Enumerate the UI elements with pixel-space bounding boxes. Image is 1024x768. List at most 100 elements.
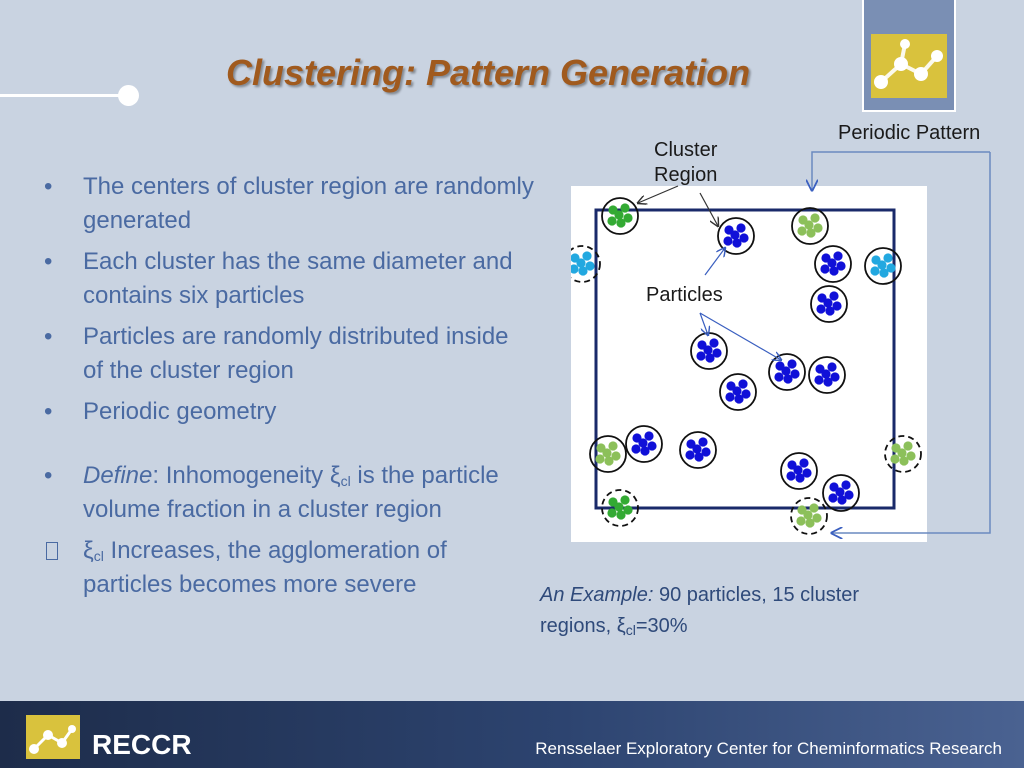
cluster-region-circle xyxy=(864,247,902,285)
bullet-item: • Each cluster has the same diameter and… xyxy=(44,245,534,313)
particle-dot xyxy=(607,508,617,518)
caption-text-1: 90 particles, 15 cluster regions, xyxy=(540,584,860,637)
particle-dot xyxy=(703,345,713,355)
xi-subscript: cl xyxy=(340,473,351,489)
particle-dot xyxy=(694,452,704,462)
particle-dot xyxy=(608,441,618,451)
particle-dot xyxy=(827,258,837,268)
particle-dot xyxy=(607,216,617,226)
particle-dot xyxy=(631,444,641,454)
cluster-region-circle xyxy=(589,435,627,473)
particle-dot xyxy=(616,218,626,228)
particle-dot xyxy=(877,260,887,270)
particle-dot xyxy=(685,450,695,460)
particle-dot xyxy=(870,266,880,276)
particle-dot xyxy=(602,448,612,458)
particle-dot xyxy=(620,495,630,505)
cluster-pattern-svg xyxy=(571,197,922,535)
footer-bar: RECCR Rensselaer Exploratory Center for … xyxy=(0,701,1024,768)
particle-dot xyxy=(774,372,784,382)
periodic-bracket-top xyxy=(812,151,990,190)
particle-dot xyxy=(638,438,648,448)
cluster-region-circle xyxy=(768,353,806,391)
particle-dot xyxy=(623,213,633,223)
particle-dot xyxy=(692,444,702,454)
increase-post: Increases, the agglomeration of particle… xyxy=(83,537,447,598)
particle-dot xyxy=(825,306,835,316)
bullet-text: ξcl Increases, the agglomeration of part… xyxy=(83,534,534,602)
bullet-mark: • xyxy=(44,462,53,489)
particle-dot xyxy=(604,456,614,466)
particle-dot xyxy=(897,448,907,458)
particle-dot xyxy=(836,261,846,271)
bullet-mark: • xyxy=(44,173,53,200)
cluster-region-circle xyxy=(601,197,639,235)
reccr-logo-icon xyxy=(26,715,80,759)
particle-dot xyxy=(736,223,746,233)
bullet-list: • The centers of cluster region are rand… xyxy=(44,170,534,609)
particle-dot xyxy=(640,446,650,456)
particle-dot xyxy=(837,495,847,505)
particle-dot xyxy=(795,473,805,483)
particle-dot xyxy=(841,480,851,490)
particle-dot xyxy=(730,230,740,240)
particle-dot xyxy=(812,513,822,523)
particle-dot xyxy=(796,516,806,526)
bullet-text: The centers of cluster region are random… xyxy=(83,173,534,234)
particle-dot xyxy=(738,379,748,389)
cluster-arrow-2 xyxy=(699,192,718,226)
xi-subscript: cl xyxy=(93,548,104,564)
particle-dot xyxy=(571,264,579,274)
particle-dot xyxy=(799,458,809,468)
particle-dot xyxy=(725,392,735,402)
bullet-text: Define: Inhomogeneity ξcl is the particl… xyxy=(83,459,534,527)
bullet-mark: • xyxy=(44,248,53,275)
particles-label: Particles xyxy=(646,284,723,306)
cluster-pattern-figure xyxy=(571,186,927,542)
caption-italic: An Example: xyxy=(540,584,654,606)
cluster-region-circle xyxy=(808,356,846,394)
particles-arrow-2 xyxy=(699,312,708,335)
particle-dot xyxy=(790,369,800,379)
bullet-mark: • xyxy=(44,398,53,425)
header-logo xyxy=(862,0,956,112)
particle-dot xyxy=(647,441,657,451)
particle-dot xyxy=(578,266,588,276)
particle-dot xyxy=(820,264,830,274)
cluster-region-circle xyxy=(679,431,717,469)
cluster-arrow-1 xyxy=(638,185,679,203)
cluster-label-line-2: Region xyxy=(654,164,718,186)
define-label: Define xyxy=(83,462,153,489)
cluster-region-circle xyxy=(884,435,922,473)
particle-dot xyxy=(814,375,824,385)
cluster-region-circle xyxy=(625,425,663,463)
figure-caption: An Example: 90 particles, 15 cluster reg… xyxy=(540,580,930,642)
particle-dot xyxy=(805,518,815,528)
particle-dot xyxy=(595,454,605,464)
cluster-region-circle xyxy=(822,474,860,512)
footer-brand: RECCR xyxy=(92,729,192,760)
particle-dot xyxy=(781,366,791,376)
particle-dot xyxy=(701,447,711,457)
particle-dot xyxy=(829,291,839,301)
bullet-text: Particles are randomly distributed insid… xyxy=(83,323,509,384)
particle-dot xyxy=(886,263,896,273)
particle-dot xyxy=(797,226,807,236)
particle-dot xyxy=(829,266,839,276)
particle-dot xyxy=(787,359,797,369)
particle-dot xyxy=(793,465,803,475)
particle-dot xyxy=(582,251,592,261)
particle-dot xyxy=(734,394,744,404)
particle-dot xyxy=(804,220,814,230)
particle-dot xyxy=(614,210,624,220)
particles-arrow-1 xyxy=(704,248,725,276)
cluster-label-line-1: Cluster xyxy=(654,139,718,161)
bullet-item: • Particles are randomly distributed ins… xyxy=(44,320,534,388)
decorative-dot xyxy=(118,85,139,106)
particle-dot xyxy=(816,304,826,314)
cluster-region-circle xyxy=(719,373,757,411)
define-post: is the particle volume fraction in a clu… xyxy=(83,462,499,523)
particle-dot xyxy=(879,268,889,278)
cluster-region-label: Cluster Region xyxy=(654,138,717,188)
particle-dot xyxy=(585,261,595,271)
